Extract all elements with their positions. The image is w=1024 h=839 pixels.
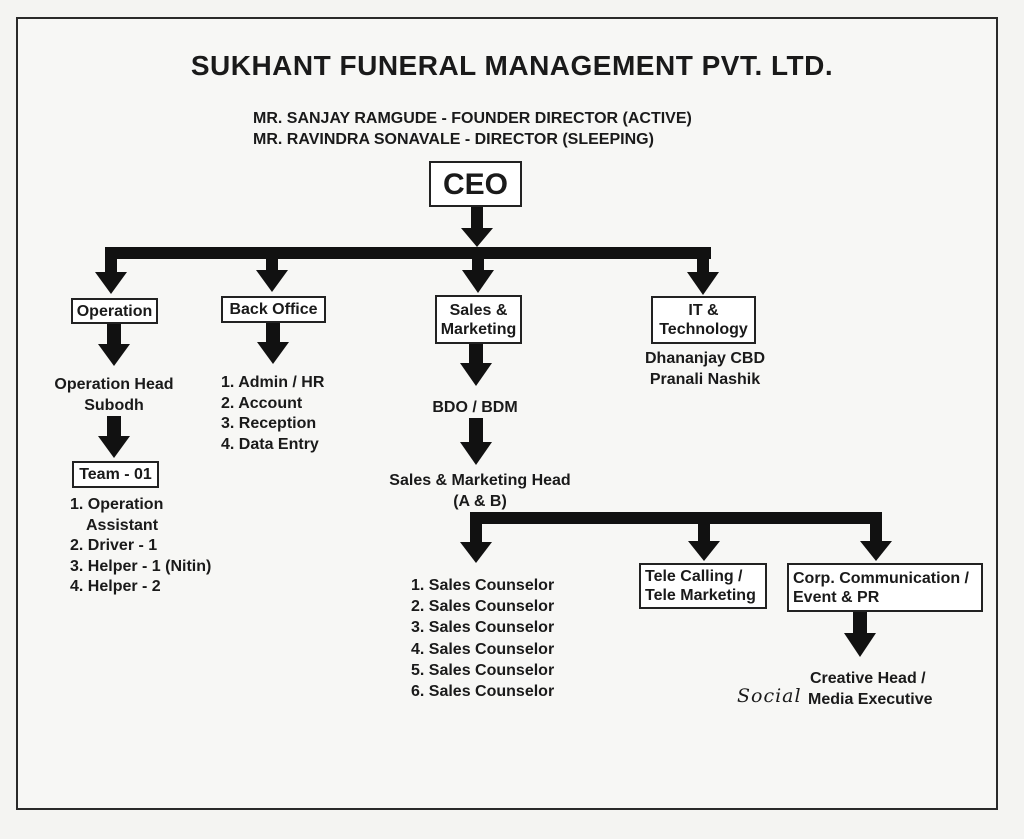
creative-line1: Creative Head /	[810, 670, 926, 687]
bdo-bdm: BDO / BDM	[432, 399, 518, 416]
handwritten-social-note: Social	[737, 685, 802, 707]
sales-label-line2: Marketing	[440, 320, 517, 338]
drop-corp	[870, 524, 882, 545]
team-member: 4. Helper - 2	[70, 578, 161, 595]
corp-arrow	[844, 633, 876, 657]
main-bar	[105, 247, 711, 259]
back-office-item: 1. Admin / HR	[221, 374, 325, 391]
operation-head-name: Subodh	[84, 396, 144, 414]
corp-line1: Corp. Communication /	[793, 569, 969, 587]
sales-connector-2	[469, 418, 483, 446]
operation-head-title: Operation Head	[54, 376, 174, 393]
op-arrow-2	[98, 436, 130, 458]
drop-operation	[105, 259, 117, 276]
corp-connector	[853, 612, 867, 637]
team-member: 1. Operation	[70, 496, 164, 513]
counselor-item: 2. Sales Counselor	[411, 598, 555, 616]
operation-box: Operation	[71, 298, 158, 324]
drop-it	[697, 259, 709, 276]
tele-line1: Tele Calling /	[645, 568, 743, 585]
arrow-tele	[688, 541, 720, 561]
it-person: Dhananjay CBD	[644, 350, 766, 367]
operation-label: Operation	[76, 302, 153, 320]
director-sleeping: MR. RAVINDRA SONAVALE - DIRECTOR (SLEEPI…	[253, 131, 654, 148]
creative-line2: Media Executive	[808, 690, 933, 708]
drop-counselors	[470, 524, 482, 546]
arrow-operation	[95, 272, 127, 294]
team-member: 3. Helper - 1 (Nitin)	[70, 557, 212, 575]
sales-connector-1	[469, 344, 483, 367]
op-connector-2	[107, 416, 121, 440]
sales-head-title: Sales & Marketing Head	[389, 472, 571, 489]
back-office-label: Back Office	[229, 301, 318, 318]
ceo-label: CEO	[442, 167, 508, 201]
corp-communication-box: Corp. Communication / Event & PR	[787, 563, 983, 612]
sales-counselors: 1. Sales Counselor 2. Sales Counselor 3.…	[411, 575, 554, 702]
ceo-connector	[471, 206, 483, 232]
team-box: Team - 01	[72, 461, 159, 488]
bo-connector	[266, 323, 280, 346]
counselor-item: 1. Sales Counselor	[411, 577, 555, 594]
sales-label-line1: Sales &	[449, 301, 508, 319]
ceo-arrow	[461, 228, 493, 247]
op-connector-1	[107, 324, 121, 348]
back-office-item: 2. Account	[221, 394, 303, 412]
tele-box: Tele Calling / Tele Marketing	[639, 563, 767, 609]
it-people: Dhananjay CBD Pranali Nashik	[630, 349, 780, 390]
team-label: Team - 01	[79, 466, 152, 483]
back-office-box: Back Office	[221, 296, 326, 323]
creative-head: Creative Head / Media Executive	[808, 669, 933, 710]
counselor-item: 4. Sales Counselor	[411, 640, 555, 658]
counselor-item: 6. Sales Counselor	[411, 683, 555, 701]
drop-tele	[698, 524, 710, 545]
arrow-it	[687, 272, 719, 295]
chart-frame	[16, 17, 998, 810]
team-member: 2. Driver - 1	[70, 537, 158, 554]
director-founder: MR. SANJAY RAMGUDE - FOUNDER DIRECTOR (A…	[253, 110, 692, 127]
sales-head-sub: (A & B)	[453, 492, 507, 510]
op-arrow-1	[98, 344, 130, 366]
back-office-items: 1. Admin / HR 2. Account 3. Reception 4.…	[221, 373, 324, 455]
counselor-item: 5. Sales Counselor	[411, 661, 555, 679]
sales-marketing-box: Sales & Marketing	[435, 295, 522, 344]
tele-line2: Tele Marketing	[645, 587, 756, 604]
team-member: Assistant	[86, 516, 159, 534]
sales-head: Sales & Marketing Head (A & B)	[380, 471, 580, 512]
ceo-box: CEO	[429, 161, 522, 207]
team-members: 1. Operation Assistant 2. Driver - 1 3. …	[70, 495, 211, 598]
sales-arrow-2	[460, 442, 492, 465]
company-title: SUKHANT FUNERAL MANAGEMENT PVT. LTD.	[190, 50, 834, 81]
it-label-line2: Technology	[659, 321, 748, 338]
arrow-sales	[462, 270, 494, 293]
it-person: Pranali Nashik	[649, 370, 761, 388]
bo-arrow	[257, 342, 289, 364]
arrow-corp	[860, 541, 892, 561]
arrow-counselors	[460, 542, 492, 563]
sales-head-bar	[470, 512, 882, 524]
corp-line2: Event & PR	[793, 588, 880, 606]
sales-arrow-1	[460, 363, 492, 386]
it-technology-box: IT & Technology	[651, 296, 756, 344]
back-office-item: 3. Reception	[221, 415, 317, 432]
operation-head: Operation Head Subodh	[44, 375, 184, 416]
counselor-item: 3. Sales Counselor	[411, 619, 555, 637]
it-label-line1: IT &	[688, 302, 719, 319]
back-office-item: 4. Data Entry	[221, 435, 319, 453]
arrow-back-office	[256, 270, 288, 292]
